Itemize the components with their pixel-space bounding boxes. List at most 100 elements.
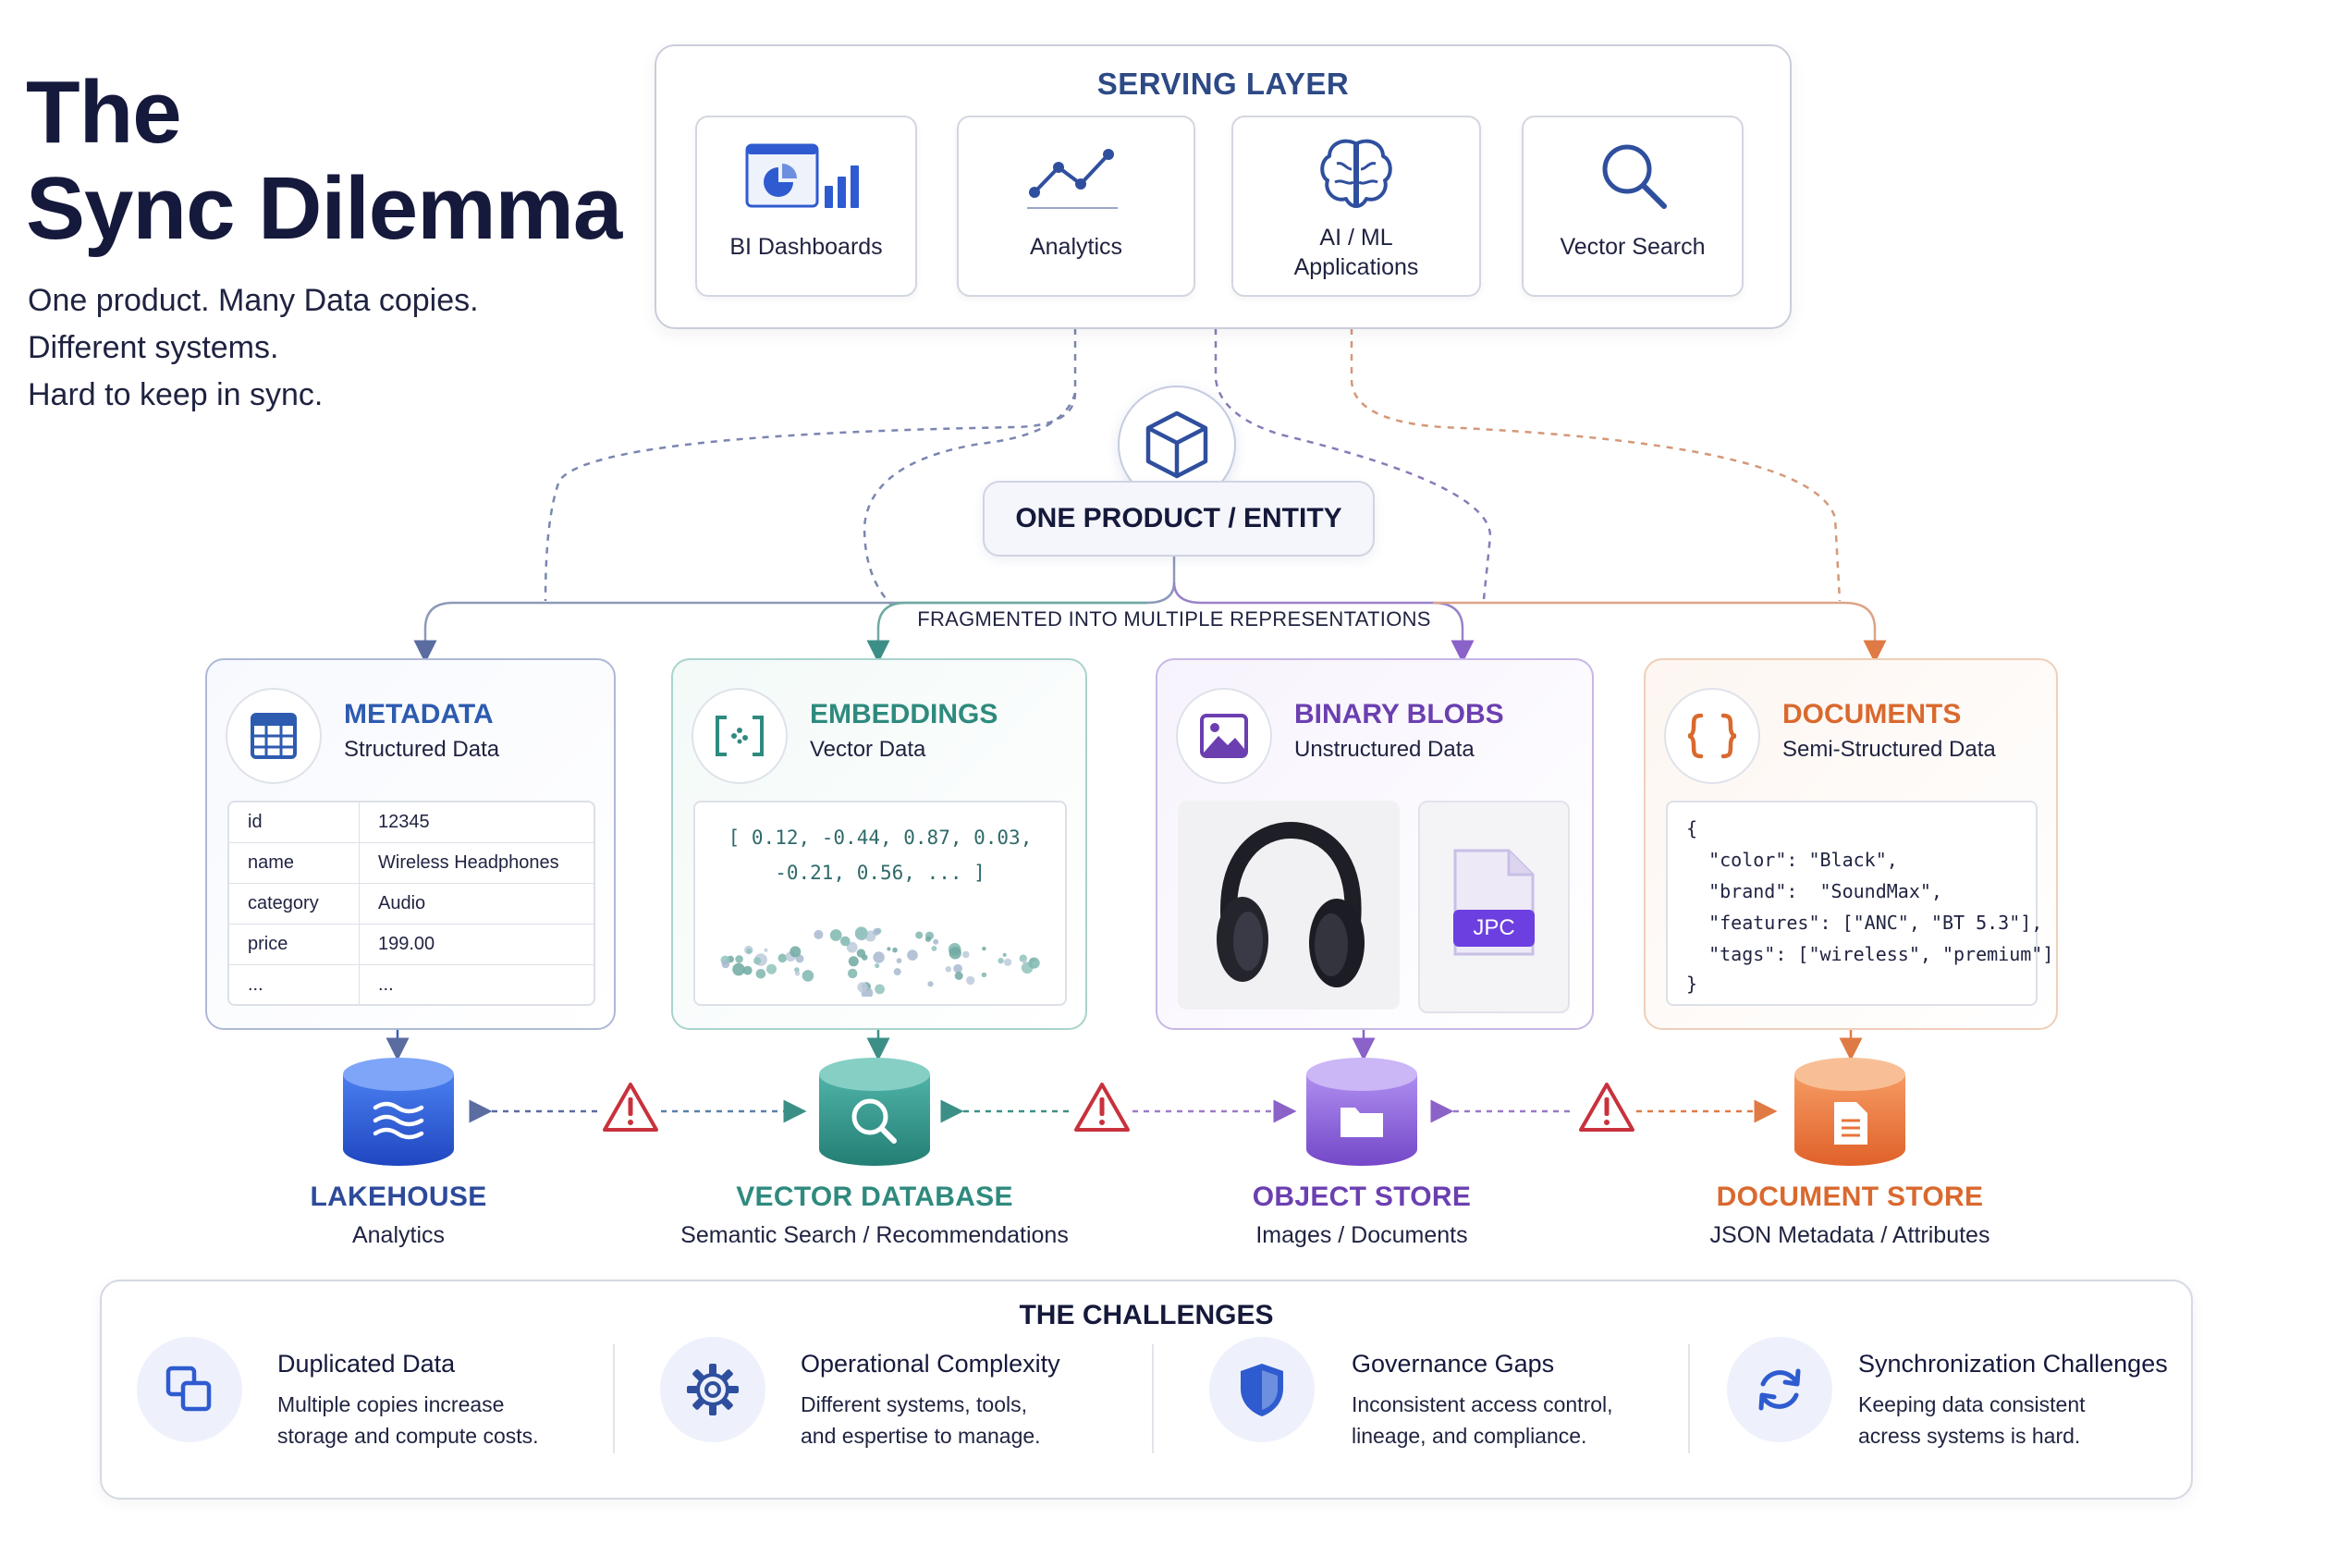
- embeddings-icon-circle: [692, 688, 788, 784]
- divider: [1688, 1344, 1690, 1453]
- serving-layer: SERVING LAYER BI Dashboards Analytics AI…: [655, 44, 1792, 329]
- file-type-badge: JPC: [1453, 910, 1535, 947]
- document-icon: [1834, 1102, 1867, 1145]
- table-value: 199.00: [359, 924, 594, 965]
- document-store-sub: JSON Metadata / Attributes: [1709, 1222, 1990, 1248]
- embedding-point: [755, 969, 766, 979]
- embedding-point: [933, 938, 939, 945]
- table-key: price: [229, 924, 360, 965]
- embedding-point: [790, 946, 802, 958]
- embedding-point: [746, 948, 753, 954]
- embedding-point: [931, 946, 937, 951]
- image-icon: [1200, 714, 1248, 758]
- embedding-point: [887, 947, 891, 951]
- duplicate-icon: [165, 1366, 212, 1412]
- embedding-point: [962, 950, 970, 959]
- lakehouse-sub: Analytics: [351, 1222, 446, 1248]
- vector-database-name: VECTOR DATABASE: [736, 1182, 1013, 1212]
- serving-card-label: Vector Search: [1560, 234, 1706, 260]
- documents-title: DOCUMENTS: [1782, 699, 1962, 729]
- binary-blobs-title: BINARY BLOBS: [1294, 699, 1504, 729]
- table-value: Audio: [359, 883, 594, 925]
- embedding-point: [840, 936, 851, 947]
- challenges-title: THE CHALLENGES: [1019, 1300, 1274, 1330]
- vector-brackets-icon: [716, 716, 764, 756]
- embedding-point: [896, 958, 902, 963]
- embedding-point: [735, 955, 743, 963]
- embedding-point: [875, 962, 880, 969]
- challenge-title: Synchronization Challenges: [1858, 1350, 2168, 1378]
- embedding-point: [854, 926, 868, 940]
- embedding-point: [927, 981, 934, 987]
- embedding-point: [998, 957, 1004, 964]
- serving-card-label: Applications: [1293, 254, 1419, 280]
- metadata-title: METADATA: [344, 699, 494, 729]
- serving-card-bi-dashboards[interactable]: BI Dashboards: [695, 116, 917, 297]
- embedding-point: [764, 948, 768, 952]
- embedding-point: [744, 968, 752, 974]
- challenge-desc: Multiple copies increase storage and com…: [277, 1389, 539, 1452]
- embeddings-title: EMBEDDINGS: [810, 699, 998, 729]
- documents-icon-circle: [1664, 688, 1760, 784]
- challenge-desc-line: Multiple copies increase: [277, 1392, 505, 1416]
- table-key: ...: [229, 964, 360, 1004]
- headphones-image: [1178, 801, 1400, 1010]
- challenge-desc-line: Inconsistent access control,: [1352, 1392, 1613, 1416]
- warning-icon: [603, 1083, 658, 1132]
- embedding-point: [732, 962, 745, 976]
- json-line: "brand": "SoundMax",: [1686, 880, 1942, 902]
- title-line-1: The: [26, 63, 182, 162]
- table-value: ...: [378, 974, 394, 995]
- serving-card-analytics[interactable]: Analytics: [957, 116, 1195, 297]
- serving-card-label: AI / ML: [1319, 225, 1393, 251]
- embedding-point: [907, 949, 918, 961]
- embedding-point: [915, 931, 924, 939]
- embedding-point: [846, 941, 858, 953]
- table-value: 12345: [359, 802, 594, 843]
- curly-braces-icon: [1687, 713, 1737, 759]
- sync-icon: [1758, 1368, 1801, 1411]
- metadata-icon-circle: [226, 688, 322, 784]
- serving-card-ai-ml[interactable]: AI / ML Applications: [1231, 116, 1481, 297]
- embedding-point: [1002, 952, 1007, 957]
- embedding-point: [981, 972, 987, 978]
- document-store-name: DOCUMENT STORE: [1716, 1182, 1984, 1212]
- table-icon: [251, 713, 297, 759]
- page-title: The Sync Dilemma: [26, 63, 622, 257]
- embedding-point: [1032, 961, 1037, 966]
- magnifier-icon: [1602, 144, 1667, 209]
- table-key: category: [229, 883, 360, 925]
- embedding-point: [848, 956, 859, 967]
- embedding-point: [893, 968, 901, 976]
- embedding-point: [1022, 960, 1027, 964]
- json-line: "color": "Black",: [1686, 849, 1898, 871]
- divider: [613, 1344, 615, 1453]
- subtitle-line: Different systems.: [28, 330, 279, 365]
- challenge-title: Duplicated Data: [277, 1350, 456, 1378]
- embedding-point: [766, 963, 777, 974]
- challenge-desc-line: Keeping data consistent: [1858, 1392, 2086, 1416]
- binary-blobs-card: BINARY BLOBS Unstructured Data JPC: [1156, 658, 1594, 1030]
- challenge-icon-circle: [1727, 1337, 1832, 1442]
- serving-card-vector-search[interactable]: Vector Search: [1522, 116, 1744, 297]
- embedding-point: [892, 947, 898, 953]
- embeddings-subtitle: Vector Data: [810, 737, 926, 762]
- fragmented-label: FRAGMENTED INTO MULTIPLE REPRESENTATIONS: [915, 607, 1433, 631]
- embedding-point: [1004, 958, 1012, 966]
- challenge-desc-line: Different systems, tools,: [801, 1392, 1027, 1416]
- documents-card: DOCUMENTS Semi-Structured Data { "color"…: [1644, 658, 2058, 1030]
- json-line: "features": ["ANC", "BT 5.3"],: [1686, 912, 2043, 934]
- embedding-point: [856, 949, 866, 958]
- embedding-point: [753, 957, 762, 965]
- embedding-point: [721, 960, 730, 969]
- table-key: id: [229, 802, 360, 843]
- challenge-desc-line: lineage, and compliance.: [1352, 1424, 1587, 1448]
- subtitle: One product. Many Data copies. Different…: [28, 277, 479, 419]
- challenge-icon-circle: [1209, 1337, 1315, 1442]
- table-key: name: [229, 842, 360, 884]
- challenge-desc: Inconsistent access control, lineage, an…: [1352, 1389, 1613, 1452]
- embedding-point: [802, 970, 814, 982]
- embedding-point: [924, 936, 932, 942]
